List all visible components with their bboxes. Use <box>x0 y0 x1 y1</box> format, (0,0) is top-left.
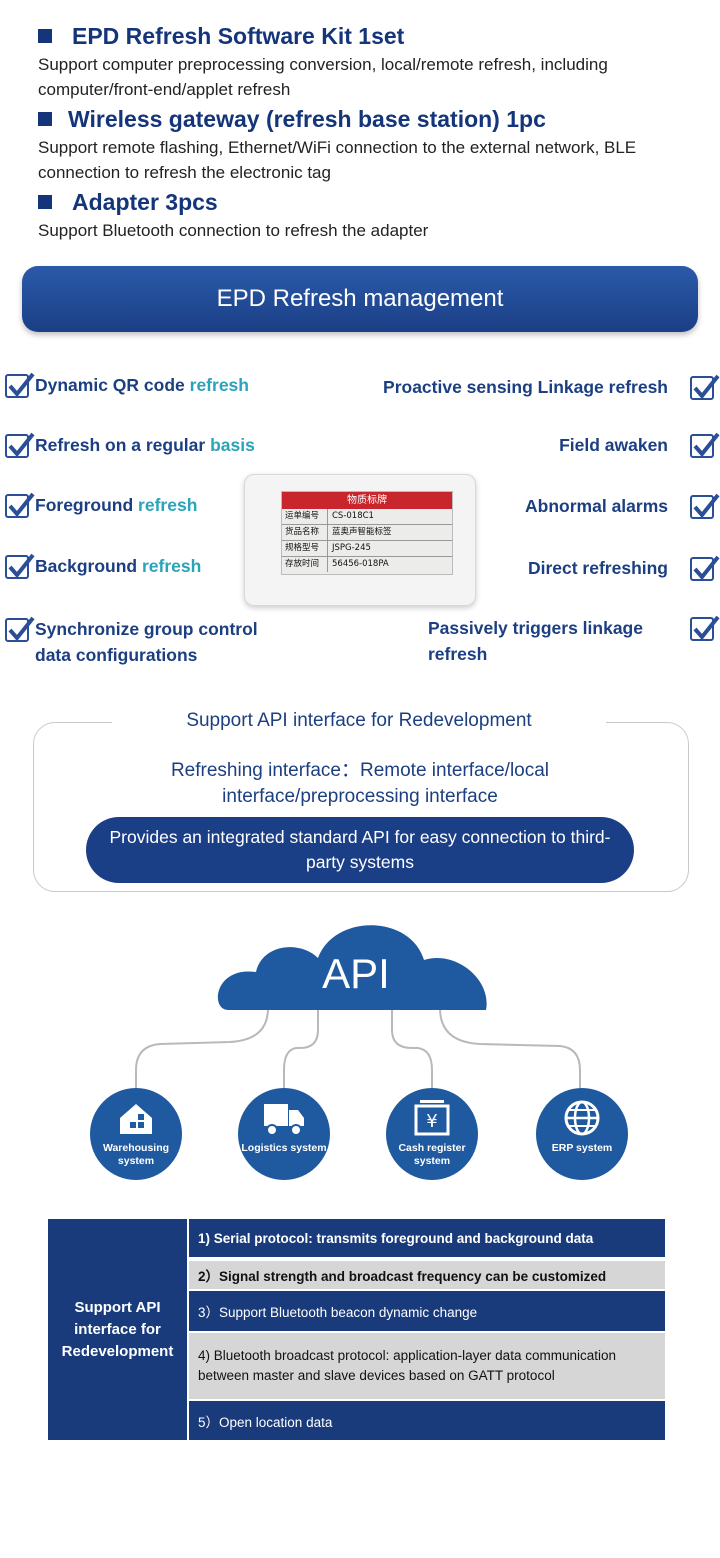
feature-abnormal-alarms: Abnormal alarms <box>525 493 720 519</box>
feature-passive-linkage: Passively triggers linkage refresh <box>428 615 720 667</box>
kit-desc: Support computer preprocessing conversio… <box>38 55 608 99</box>
api-cloud-diagram: API <box>135 925 581 1088</box>
kit-title: Adapter 3pcs <box>38 188 678 216</box>
kit-desc: Support Bluetooth connection to refresh … <box>38 221 429 240</box>
table-row: 2）Signal strength and broadcast frequenc… <box>189 1261 665 1289</box>
square-bullet-icon <box>38 195 52 209</box>
kit-desc: Support remote flashing, Ethernet/WiFi c… <box>38 138 637 182</box>
cloud-icon <box>217 925 487 1010</box>
checkbox-icon <box>690 615 720 641</box>
checkbox-icon <box>690 374 720 400</box>
feature-background-refresh: Background refresh <box>5 553 201 579</box>
globe-icon <box>564 1100 600 1136</box>
checkbox-icon <box>690 432 720 458</box>
checkbox-icon <box>690 493 720 519</box>
connector-lines <box>135 1007 581 1088</box>
checkbox-icon <box>690 555 720 581</box>
table-row: 5）Open location data <box>189 1401 665 1440</box>
table-row: 3）Support Bluetooth beacon dynamic chang… <box>189 1291 665 1331</box>
truck-icon <box>264 1104 304 1136</box>
system-erp: ERP system <box>536 1088 628 1180</box>
feature-proactive-sensing: Proactive sensing Linkage refresh <box>383 374 720 400</box>
cash-register-icon: ¥ <box>414 1100 450 1136</box>
label-row: 货品名称蓝奥声智能标签 <box>282 525 452 541</box>
feature-foreground-refresh: Foreground refresh <box>5 492 197 518</box>
system-logistics: Logistics system <box>238 1088 330 1180</box>
feature-dynamic-qr: Dynamic QR code refresh <box>5 372 249 398</box>
checkbox-icon <box>5 616 35 642</box>
kit-item-software: EPD Refresh Software Kit 1set Support co… <box>38 22 678 102</box>
feature-group-sync: Synchronize group control data configura… <box>5 616 275 668</box>
square-bullet-icon <box>38 29 52 43</box>
square-bullet-icon <box>38 112 52 126</box>
table-row: 4) Bluetooth broadcast protocol: applica… <box>189 1333 665 1399</box>
kit-title: Wireless gateway (refresh base station) … <box>38 105 678 133</box>
label-header: 物质标牌 <box>282 492 452 509</box>
table-row: 1) Serial protocol: transmits foreground… <box>189 1219 665 1257</box>
checkbox-icon <box>5 372 35 398</box>
api-integration-pill: Provides an integrated standard API for … <box>86 817 634 883</box>
kit-title: EPD Refresh Software Kit 1set <box>38 22 678 50</box>
svg-text:¥: ¥ <box>426 1111 437 1132</box>
kit-item-adapter: Adapter 3pcs Support Bluetooth connectio… <box>38 188 678 243</box>
house-icon <box>120 1104 152 1134</box>
checkbox-icon <box>5 553 35 579</box>
checkbox-icon <box>5 432 35 458</box>
refresh-interface-text: Refreshing interface：Remote interface/lo… <box>170 760 550 807</box>
api-support-title: Support API interface for Redevelopment <box>112 707 606 735</box>
feature-direct-refreshing: Direct refreshing <box>528 555 720 581</box>
system-cash-register: ¥ Cash register system <box>386 1088 478 1180</box>
feature-regular-refresh: Refresh on a regular basis <box>5 432 255 458</box>
checkbox-icon <box>5 492 35 518</box>
feature-field-awaken: Field awaken <box>559 432 720 458</box>
table-left-header: Support API interface for Redevelopment <box>48 1219 187 1440</box>
cloud-label: API <box>322 950 390 997</box>
epd-refresh-banner: EPD Refresh management <box>22 266 698 332</box>
kit-item-gateway: Wireless gateway (refresh base station) … <box>38 105 678 185</box>
system-warehousing: Warehousing system <box>90 1088 182 1180</box>
